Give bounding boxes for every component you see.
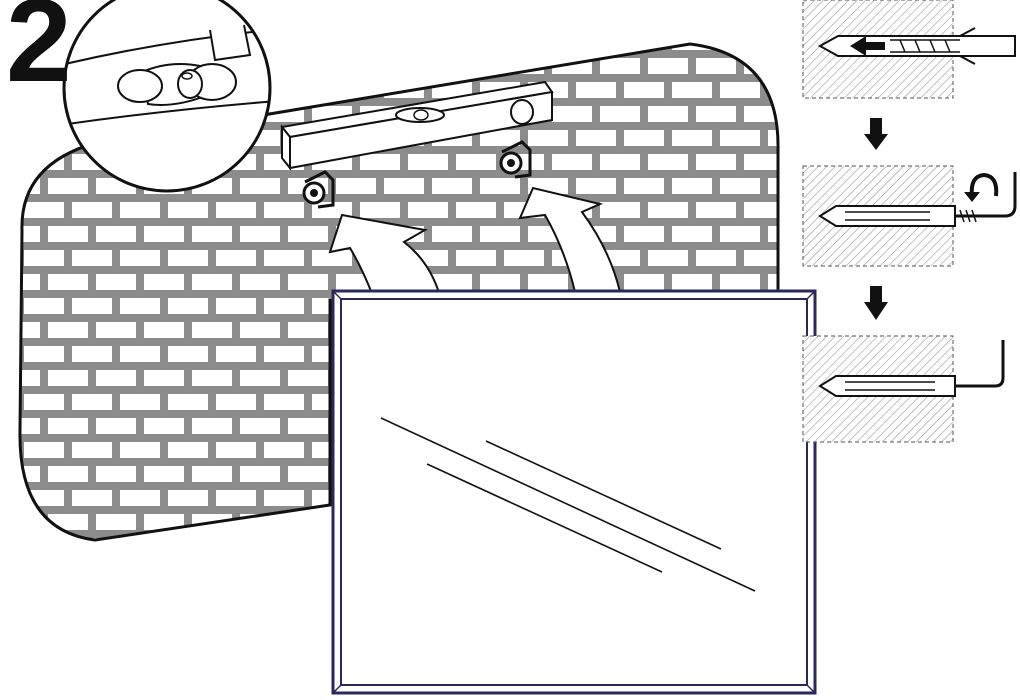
install-step-screw-in-hook <box>802 165 1017 267</box>
mirror-hook-icon <box>499 140 532 179</box>
curved-arrow-icon <box>518 186 622 293</box>
install-step-hook-mounted <box>802 335 1005 443</box>
curved-arrow-icon <box>328 213 442 297</box>
screw-hook-icon <box>955 340 1005 388</box>
screw-hook-icon <box>955 172 1017 223</box>
wall-plug-icon <box>818 375 956 397</box>
install-step-insert-plug <box>802 0 1016 99</box>
step-number: 2 <box>6 0 72 107</box>
rotate-arrow-icon <box>969 172 999 197</box>
down-arrow-icon <box>864 118 888 150</box>
mirror-hook-icon <box>302 170 335 209</box>
mirror <box>331 289 817 695</box>
spirit-level-bubble-icon <box>395 107 445 123</box>
mirror-reflection <box>380 417 756 592</box>
spirit-level <box>280 80 554 171</box>
insert-direction-arrow-icon <box>850 36 885 56</box>
down-arrow-icon <box>864 286 888 320</box>
wall-plug-icon <box>817 27 1016 65</box>
spirit-level-detail-icon <box>62 0 272 193</box>
wall-plug-icon <box>818 205 956 227</box>
